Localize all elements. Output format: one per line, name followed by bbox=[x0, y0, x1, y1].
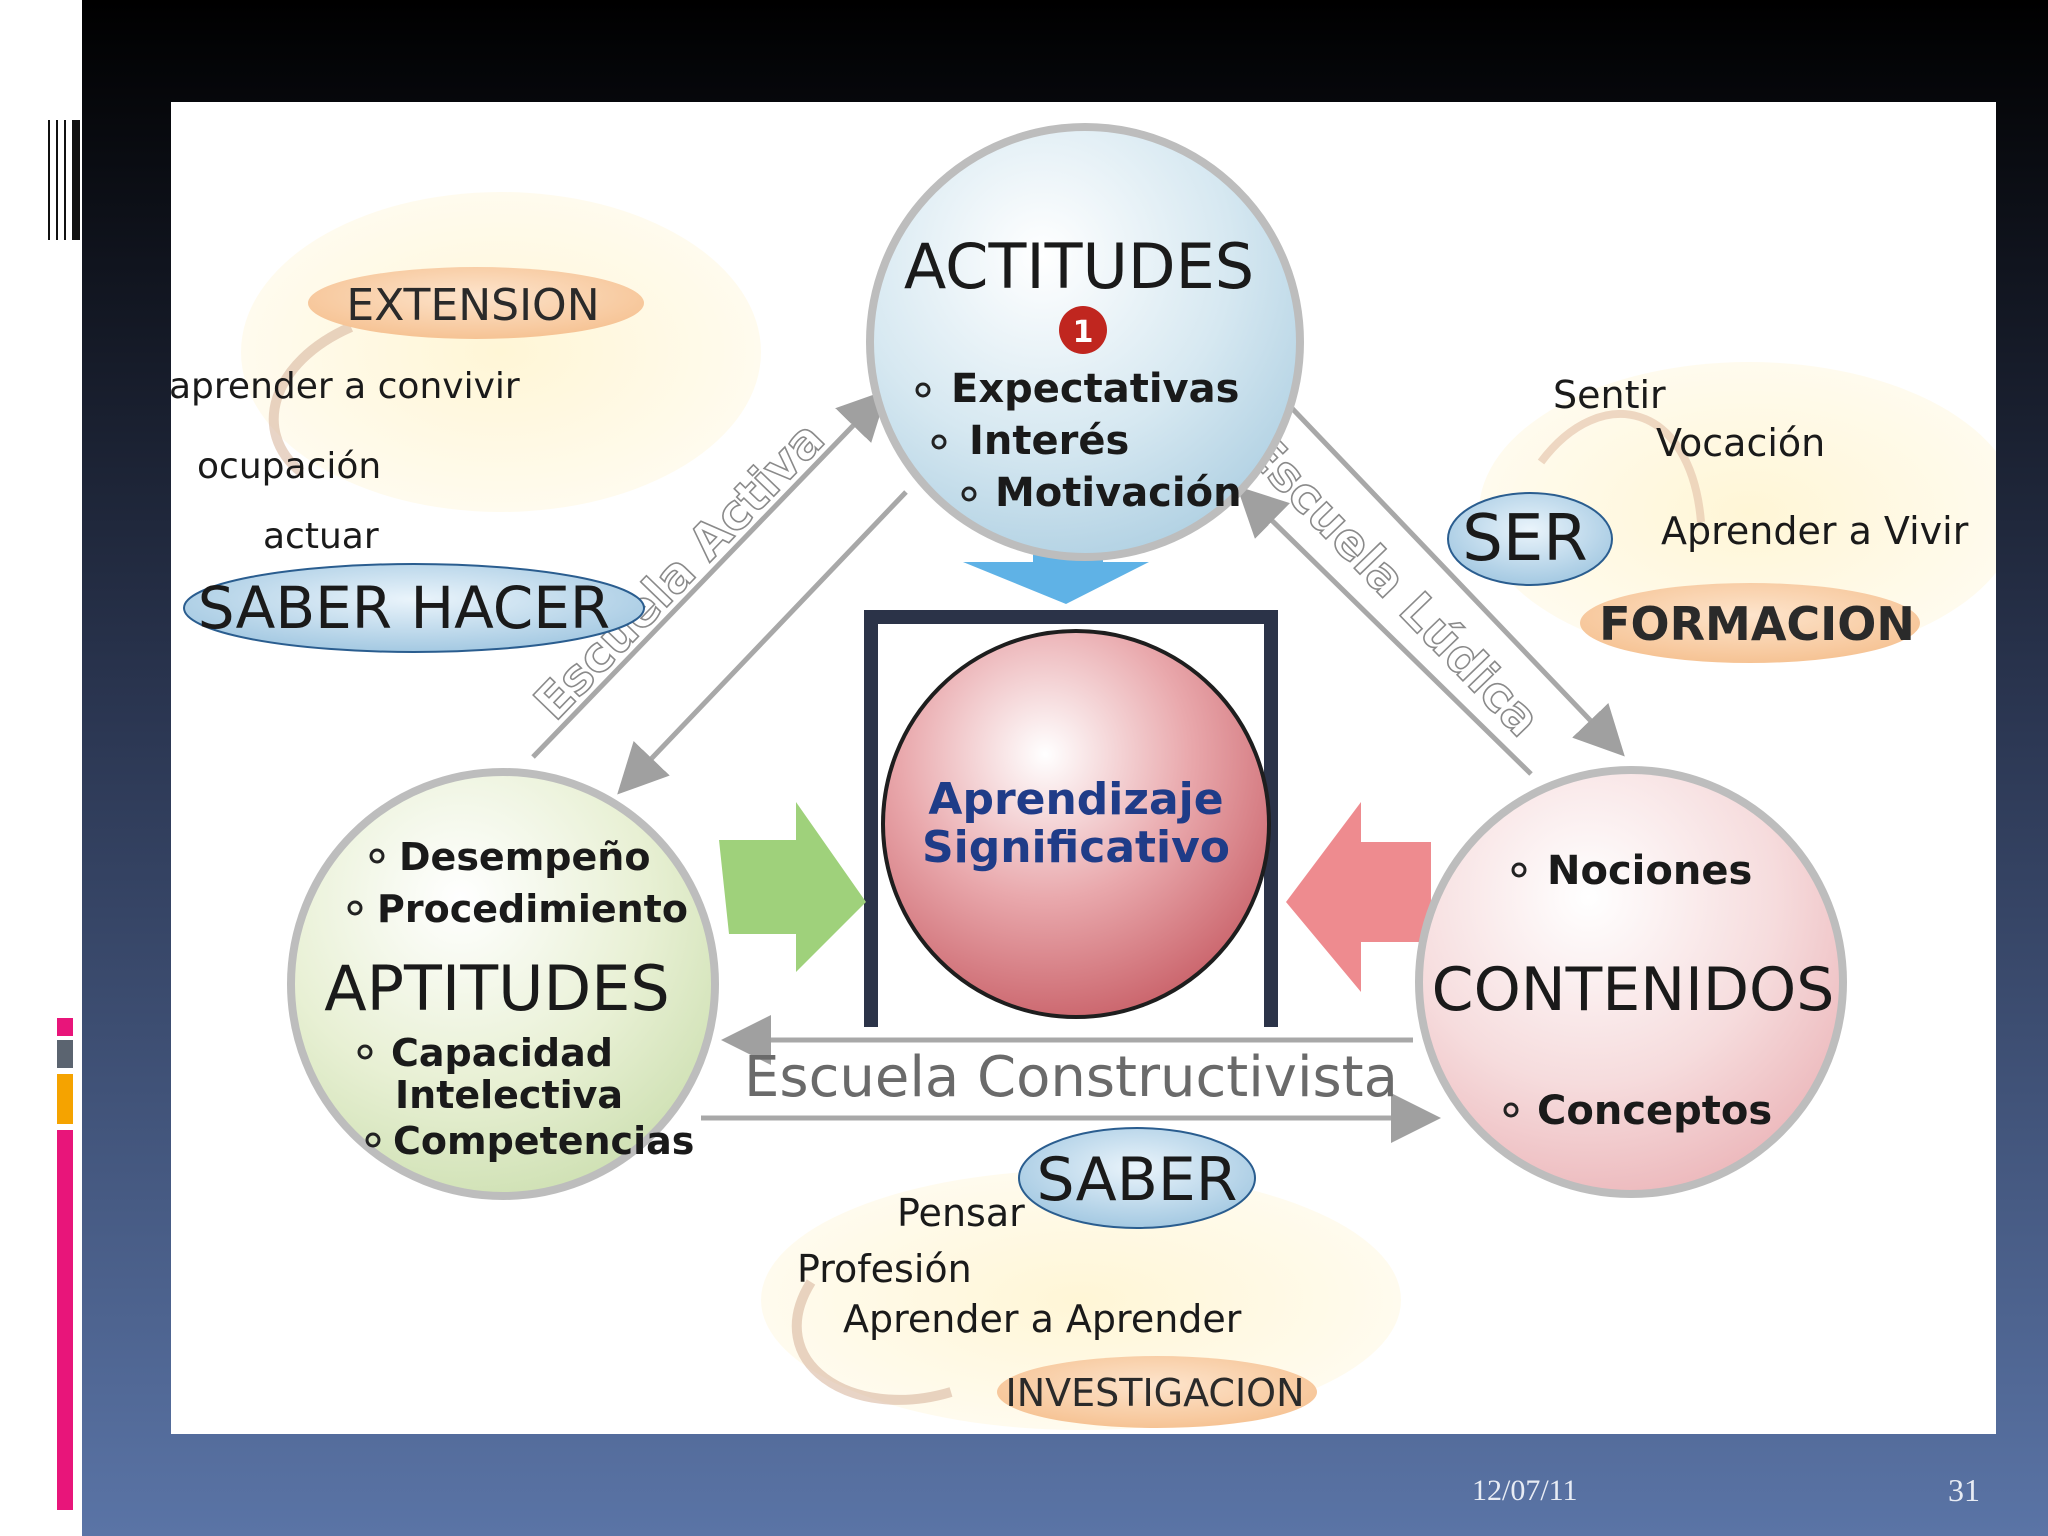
number-badge-icon bbox=[1059, 306, 1107, 354]
escuela-constructivista-label: Escuela Constructivista bbox=[744, 1045, 1398, 1110]
center-circle bbox=[881, 629, 1271, 1019]
saber-line3: Aprender a Aprender bbox=[843, 1297, 1242, 1341]
item-conceptos: Conceptos bbox=[1537, 1088, 1772, 1134]
ser-badge bbox=[1447, 492, 1613, 586]
investigacion-tag-bg bbox=[997, 1356, 1317, 1428]
item-motivacion: Motivación bbox=[995, 470, 1242, 516]
footer-date: 12/07/11 bbox=[1472, 1474, 1578, 1507]
bullet-icon bbox=[1503, 1102, 1519, 1118]
investigacion-tag: INVESTIGACION bbox=[1005, 1371, 1304, 1415]
extension-tag: EXTENSION bbox=[346, 280, 599, 331]
aptitudes-title: APTITUDES bbox=[324, 952, 669, 1025]
contenidos-circle bbox=[1415, 766, 1847, 1198]
ser-blob bbox=[1479, 362, 1996, 662]
saber-hacer-badge bbox=[183, 563, 645, 653]
item-nociones: Nociones bbox=[1547, 848, 1752, 894]
learning-diagram: Escuela Activa Escuela Lúdica Escuela Co… bbox=[171, 123, 1996, 1430]
aptitudes-circle bbox=[287, 768, 719, 1200]
item-capacidad: Capacidad bbox=[391, 1031, 613, 1075]
item-competencias: Competencias bbox=[393, 1119, 694, 1163]
center-line1: Aprendizaje bbox=[928, 774, 1223, 825]
formacion-tag: FORMACION bbox=[1599, 597, 1915, 651]
ser-line1: Sentir bbox=[1553, 373, 1666, 417]
decorative-lines bbox=[48, 120, 80, 240]
number-badge: 1 bbox=[1073, 315, 1094, 350]
decorative-color-bars bbox=[57, 1018, 73, 1510]
contenidos-title: CONTENIDOS bbox=[1432, 955, 1835, 1025]
extension-tag-bg bbox=[308, 267, 644, 339]
formacion-tag-bg bbox=[1580, 583, 1920, 663]
ser-label: SER bbox=[1462, 502, 1588, 576]
slide-image: Escuela Activa Escuela Lúdica Escuela Co… bbox=[171, 102, 1996, 1434]
pink-arrow-icon bbox=[1286, 802, 1431, 992]
item-procedimiento: Procedimiento bbox=[377, 887, 688, 931]
extension-line2: ocupación bbox=[197, 446, 381, 487]
extension-line1: aprender a convivir bbox=[171, 366, 520, 407]
saber-hacer-label: SABER HACER bbox=[198, 574, 610, 642]
bullet-icon bbox=[347, 900, 363, 916]
bullet-icon bbox=[365, 1132, 381, 1148]
saber-line1: Pensar bbox=[897, 1191, 1025, 1235]
bullet-icon bbox=[931, 434, 947, 450]
item-interes: Interés bbox=[969, 418, 1129, 464]
bullet-icon bbox=[961, 486, 977, 502]
green-arrow-icon bbox=[719, 802, 866, 972]
extension-blob bbox=[241, 192, 761, 512]
footer-page-number: 31 bbox=[1948, 1472, 1980, 1508]
item-desempeno: Desempeño bbox=[399, 835, 650, 879]
center-frame bbox=[864, 610, 1278, 1027]
actitudes-title: ACTITUDES bbox=[904, 230, 1254, 303]
item-intelectiva: Intelectiva bbox=[395, 1073, 623, 1117]
saber-badge bbox=[1018, 1127, 1256, 1229]
saber-label: SABER bbox=[1036, 1145, 1237, 1215]
extension-line3: actuar bbox=[263, 516, 379, 557]
ser-line3: Aprender a Vivir bbox=[1661, 509, 1969, 553]
center-line2: Significativo bbox=[922, 822, 1230, 873]
bullet-icon bbox=[369, 848, 385, 864]
bullet-icon bbox=[1511, 862, 1527, 878]
ser-line2: Vocación bbox=[1656, 421, 1825, 465]
item-expectativas: Expectativas bbox=[951, 366, 1239, 412]
bullet-icon bbox=[357, 1044, 373, 1060]
bullet-icon bbox=[915, 382, 931, 398]
saber-line2: Profesión bbox=[797, 1247, 972, 1291]
